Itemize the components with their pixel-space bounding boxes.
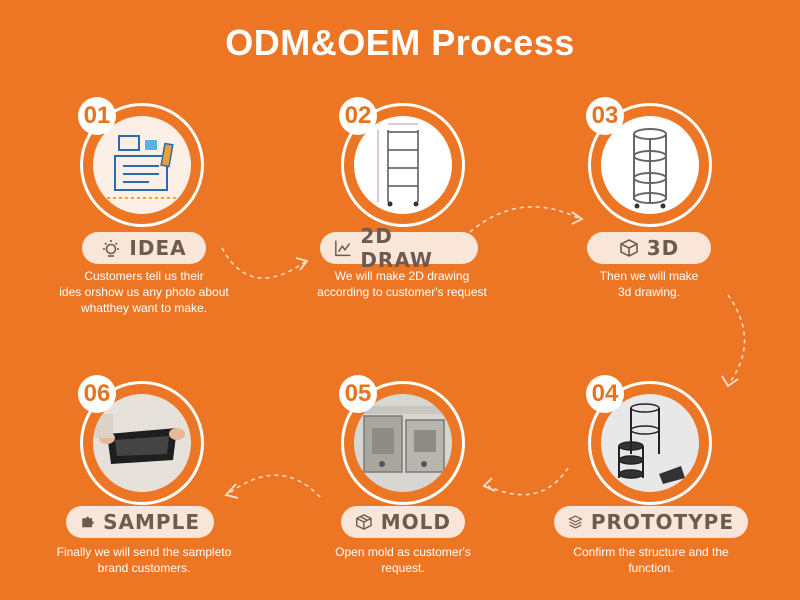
step-03-image: 03 xyxy=(586,97,712,227)
step-02-desc: We will make 2D drawing according to cus… xyxy=(317,269,487,299)
step-number: 06 xyxy=(78,375,116,413)
layers-icon xyxy=(568,515,583,529)
step-01-image: 01 xyxy=(78,97,204,227)
mold-illustration xyxy=(360,406,446,473)
step-02-image: 02 xyxy=(339,97,465,227)
sample-illustration xyxy=(93,414,185,464)
arrow-01-02 xyxy=(221,247,306,279)
arrow-03-04 xyxy=(727,294,746,383)
arrow-05-06 xyxy=(227,474,321,498)
step-05-image: 05 xyxy=(339,375,465,505)
page-title: ODM&OEM Process xyxy=(225,22,575,63)
step-label: MOLD xyxy=(380,510,451,534)
puzzle-icon xyxy=(82,516,94,528)
step-05-desc: Open mold as customer's request. xyxy=(335,545,471,575)
step-04-desc: Confirm the structure and the function. xyxy=(573,545,729,575)
step-06-desc: Finally we will send the sampleto brand … xyxy=(56,545,232,575)
step-label: SAMPLE xyxy=(103,510,200,534)
line-chart-icon xyxy=(335,240,351,257)
step-04-pill: PROTOTYPE xyxy=(554,506,748,538)
step-number: 05 xyxy=(339,375,377,413)
step-label: 2D DRAW xyxy=(360,224,433,272)
box-icon xyxy=(356,514,372,530)
step-01-pill: IDEA xyxy=(82,232,206,264)
step-number: 03 xyxy=(586,97,624,135)
step-06-pill: SAMPLE xyxy=(66,506,214,538)
arrow-04-05 xyxy=(487,467,569,496)
step-number: 04 xyxy=(586,375,624,413)
step-01-desc: Customers tell us their ides orshow us a… xyxy=(59,269,229,315)
step-number: 01 xyxy=(78,97,116,135)
arrow-02-03 xyxy=(469,206,579,233)
step-04-image: 04 xyxy=(586,375,712,505)
step-02-pill: 2D DRAW xyxy=(320,224,478,272)
step-05-pill: MOLD xyxy=(341,506,465,538)
2d-drawing-illustration xyxy=(377,123,419,207)
prototype-rack-illustration xyxy=(618,403,685,484)
idea-illustration xyxy=(107,135,177,199)
cube-icon xyxy=(619,239,638,257)
step-label: IDEA xyxy=(129,236,187,260)
step-06-image: 06 xyxy=(78,375,204,505)
step-label: 3D xyxy=(646,236,680,260)
step-label: PROTOTYPE xyxy=(590,510,734,534)
3d-rack-illustration xyxy=(633,128,667,209)
lightbulb-icon xyxy=(103,240,120,257)
step-03-desc: Then we will make 3d drawing. xyxy=(599,269,699,299)
step-03-pill: 3D xyxy=(587,232,711,264)
step-number: 02 xyxy=(339,97,377,135)
